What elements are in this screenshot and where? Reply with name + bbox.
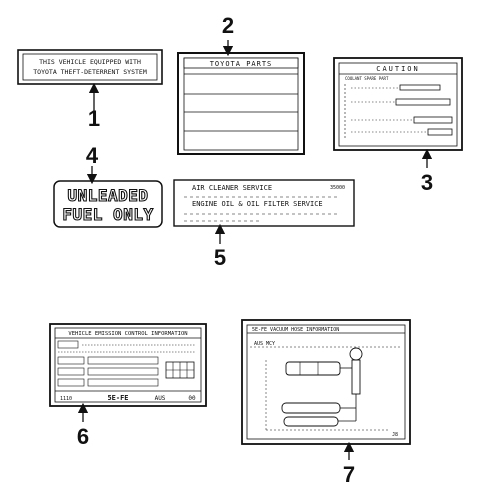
callout-3: 3 [421,170,433,195]
theft-label-line2: TOYOTA THEFT-DETERRENT SYSTEM [33,68,147,76]
toyota-parts-label: TOYOTA PARTS [177,52,305,155]
emission-label-code: 1110 [60,396,72,402]
unleaded-fuel-label: UNLEADED FUEL ONLY [53,180,163,228]
theft-label-line1: THIS VEHICLE EQUIPPED WITH [39,58,141,66]
caution-label: CAUTION COOLANT SPARE PART [333,57,463,151]
caution-label-subtitle: COOLANT SPARE PART [345,76,389,81]
emission-label-region: AUS [155,395,166,402]
vacuum-label-title: 5E-FE VACUUM HOSE INFORMATION [252,327,339,333]
fuel-label-line1: UNLEADED [67,186,148,205]
fuel-label-line2: FUEL ONLY [62,205,153,224]
parts-label-title: TOYOTA PARTS [210,60,273,68]
callout-2: 2 [222,13,234,38]
callout-1: 1 [88,106,100,131]
service-label-line2: ENGINE OIL & OIL FILTER SERVICE [192,200,323,208]
vacuum-label-sub: AUS MCY [254,341,275,347]
callout-6: 6 [77,424,89,449]
emission-grid-icon [165,361,195,379]
vacuum-hose-label: 5E-FE VACUUM HOSE INFORMATION AUS MCY J8 [241,319,411,445]
emission-label-engine: 5E-FE [107,394,128,402]
emission-label-year: 00 [188,395,196,402]
vacuum-label-corner: J8 [392,432,398,438]
theft-deterrent-label: THIS VEHICLE EQUIPPED WITH TOYOTA THEFT-… [17,49,163,85]
service-label-code: 35000 [330,185,345,191]
callout-5: 5 [214,245,226,270]
callout-7: 7 [343,462,355,487]
service-label-line1: AIR CLEANER SERVICE [192,184,272,192]
vacuum-hose-schematic [265,347,390,431]
emission-label-title: VEHICLE EMISSION CONTROL INFORMATION [68,331,187,337]
emission-control-label: VEHICLE EMISSION CONTROL INFORMATION 111… [49,323,207,407]
callout-4: 4 [86,143,99,168]
service-label: AIR CLEANER SERVICE 35000 ENGINE OIL & O… [173,179,355,227]
caution-label-title: CAUTION [376,65,420,73]
